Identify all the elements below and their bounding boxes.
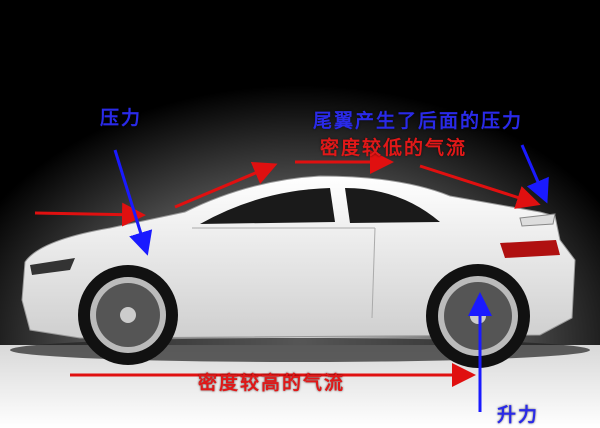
front-pressure-label: 压力 bbox=[100, 107, 143, 129]
spoiler bbox=[519, 213, 556, 227]
rear-wheel bbox=[426, 264, 530, 368]
airflow-arrow-windshield bbox=[174, 161, 278, 209]
front-window bbox=[200, 188, 335, 224]
high-density-flow-label: 密度较高的气流 bbox=[198, 372, 346, 394]
taillight bbox=[500, 240, 560, 258]
front-wheel bbox=[78, 265, 178, 365]
spoiler-pressure-label: 尾翼产生了后面的压力 bbox=[313, 110, 524, 132]
car bbox=[21, 175, 576, 368]
rear-window bbox=[345, 188, 440, 223]
lift-label: 升力 bbox=[497, 404, 540, 426]
headlight bbox=[30, 258, 75, 275]
pressure-arrow-spoiler bbox=[520, 144, 549, 204]
airflow-arrow-rear bbox=[419, 164, 541, 209]
pressure-arrow-front bbox=[113, 149, 153, 256]
airflow-arrow-front bbox=[34, 202, 146, 227]
low-density-flow-label: 密度较低的气流 bbox=[320, 137, 468, 159]
